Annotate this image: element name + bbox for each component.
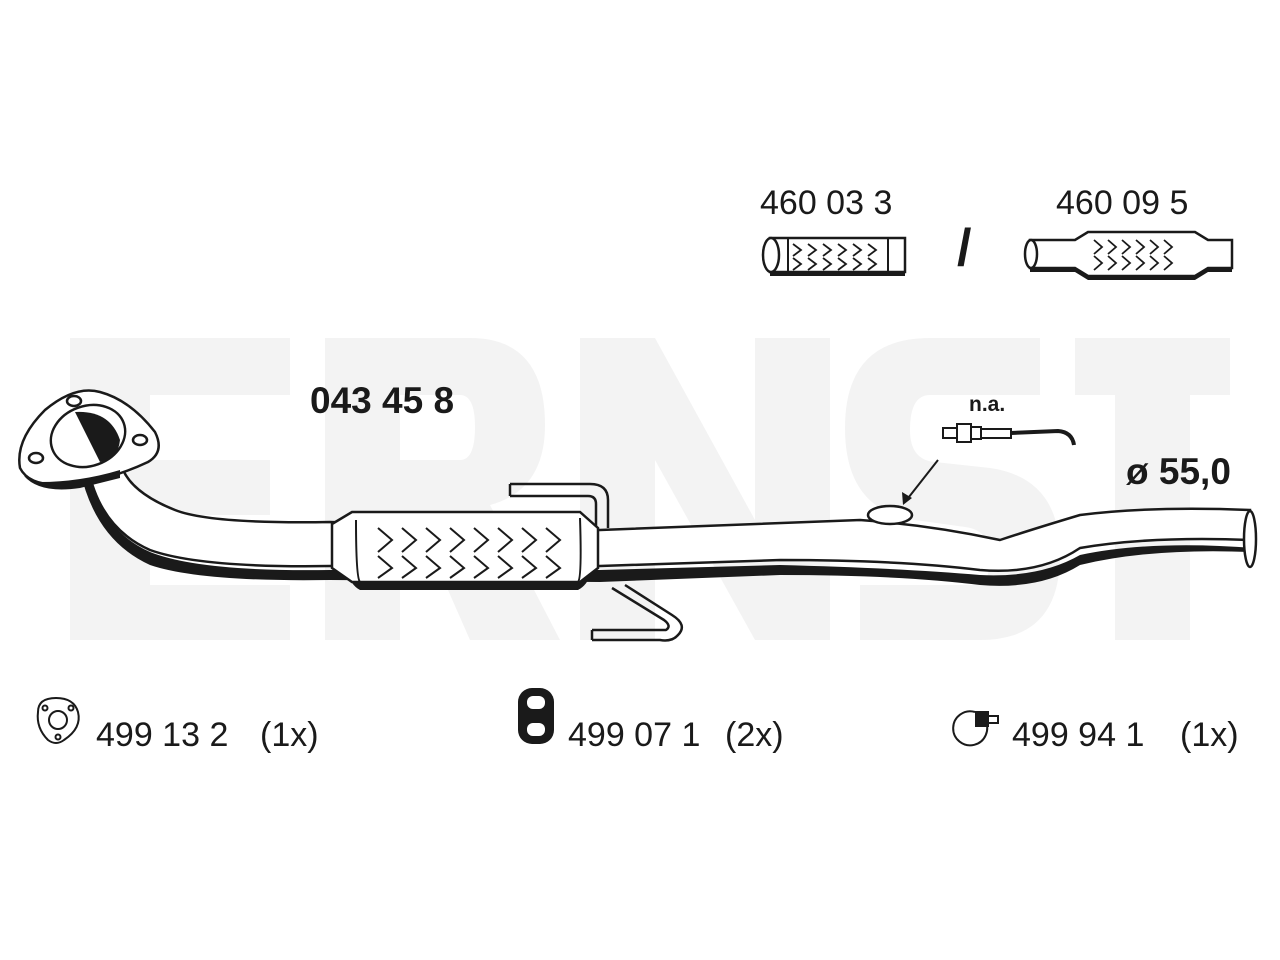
flex-section (330, 510, 600, 590)
kit-item-hanger-qty: (2x) (725, 716, 784, 754)
flex-option-separator: / (957, 219, 972, 277)
kit-item-gasket-qty: (1x) (260, 716, 319, 754)
hanger-brackets (508, 482, 684, 642)
lambda-sensor (942, 423, 1076, 446)
sensor-note: n.a. (969, 393, 1006, 416)
pipe-diameter: ø 55,0 (1126, 451, 1231, 492)
gasket-icon (36, 696, 80, 744)
flex-option-right (1023, 230, 1234, 280)
kit-item-hanger-number: 499 07 1 (568, 716, 701, 754)
flange (18, 389, 160, 490)
kit-item-gasket-number: 499 13 2 (96, 716, 229, 754)
rubber-hanger-icon (518, 688, 554, 744)
kit-item-clamp-number: 499 94 1 (1012, 716, 1145, 754)
flex-option-right-label: 460 09 5 (1056, 184, 1189, 222)
kit-item-clamp-qty: (1x) (1180, 716, 1239, 754)
pipe-clamp-icon (952, 710, 999, 747)
part-number: 043 45 8 (310, 380, 455, 421)
flex-option-left (761, 236, 907, 276)
flex-option-left-label: 460 03 3 (760, 184, 893, 222)
